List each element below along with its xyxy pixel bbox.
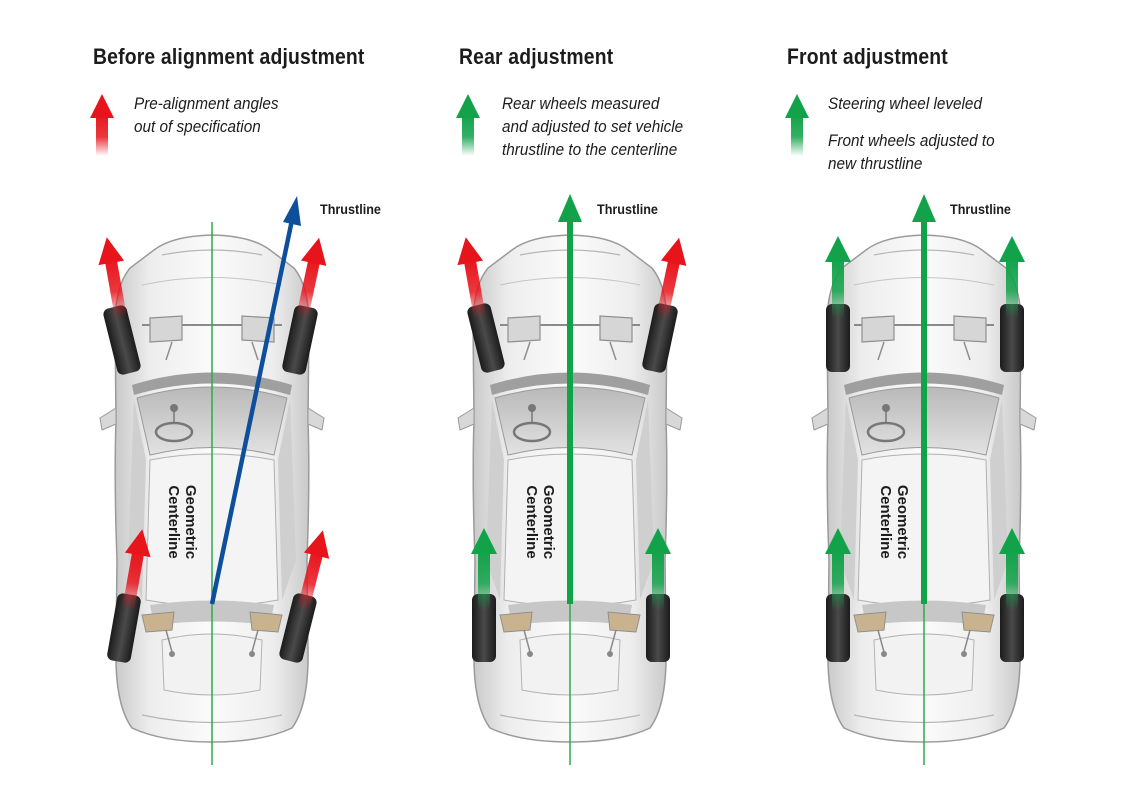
legend-green-arrow: [456, 94, 480, 156]
panel-front: [785, 94, 1038, 765]
panel-before: [90, 94, 330, 765]
thrustline-label: Thrustline: [950, 201, 1011, 217]
panel-note: Rear wheels measured and adjusted to set…: [502, 92, 683, 161]
note-line: Pre-alignment angles: [134, 94, 279, 113]
centerline-label-line: Geometric: [540, 484, 557, 560]
panel-note-front-wheels: Front wheels adjusted to new thrustline: [828, 129, 995, 175]
wheel-arrow-front-left: [825, 236, 851, 318]
wheel-arrow-rear-right: [645, 528, 671, 610]
note-line: Steering wheel leveled: [828, 94, 982, 113]
panel-note: Pre-alignment angles out of specificatio…: [134, 92, 279, 138]
panel-note-steering: Steering wheel leveled: [828, 92, 982, 115]
centerline-label: Geometric Centerline: [877, 477, 911, 567]
wheel-arrow-rear-left: [825, 528, 851, 610]
wheel-arrow-front-right: [999, 236, 1025, 318]
centerline-label: Geometric Centerline: [523, 477, 557, 567]
thrustline-label: Thrustline: [320, 201, 381, 217]
thrustline-arrow: [912, 194, 936, 604]
centerline-label-line: Centerline: [165, 485, 182, 559]
wheel-arrow-front-left: [457, 237, 486, 320]
centerline-label: Geometric Centerline: [165, 477, 199, 567]
legend-red-arrow: [90, 94, 114, 156]
wheel-arrow-rear-right: [297, 530, 330, 612]
thrustline-arrow: [558, 194, 582, 604]
note-line: Front wheels adjusted to: [828, 131, 995, 150]
note-line: Rear wheels measured: [502, 94, 660, 113]
panel-heading: Front adjustment: [787, 44, 948, 69]
wheel-arrow-rear-left: [122, 529, 151, 612]
wheel-arrow-front-right: [296, 237, 327, 320]
wheel-arrow-rear-left: [471, 528, 497, 610]
centerline-label-line: Centerline: [523, 485, 540, 559]
panel-heading: Before alignment adjustment: [93, 44, 365, 69]
legend-green-arrow: [785, 94, 809, 156]
centerline-label-line: Geometric: [894, 484, 911, 560]
note-line: out of specification: [134, 117, 261, 136]
panel-heading: Rear adjustment: [459, 44, 614, 69]
panel-rear: [456, 94, 687, 765]
centerline-label-line: Centerline: [877, 485, 894, 559]
wheel-arrow-front-right: [656, 237, 687, 320]
note-line: thrustline to the centerline: [502, 140, 678, 159]
note-line: and adjusted to set vehicle: [502, 117, 684, 136]
note-line: new thrustline: [828, 154, 923, 173]
wheel-arrow-rear-right: [999, 528, 1025, 610]
wheel-arrow-front-left: [98, 237, 127, 320]
thrustline-label: Thrustline: [597, 201, 658, 217]
thrustline-arrow: [209, 196, 301, 605]
centerline-label-line: Geometric: [182, 484, 199, 560]
